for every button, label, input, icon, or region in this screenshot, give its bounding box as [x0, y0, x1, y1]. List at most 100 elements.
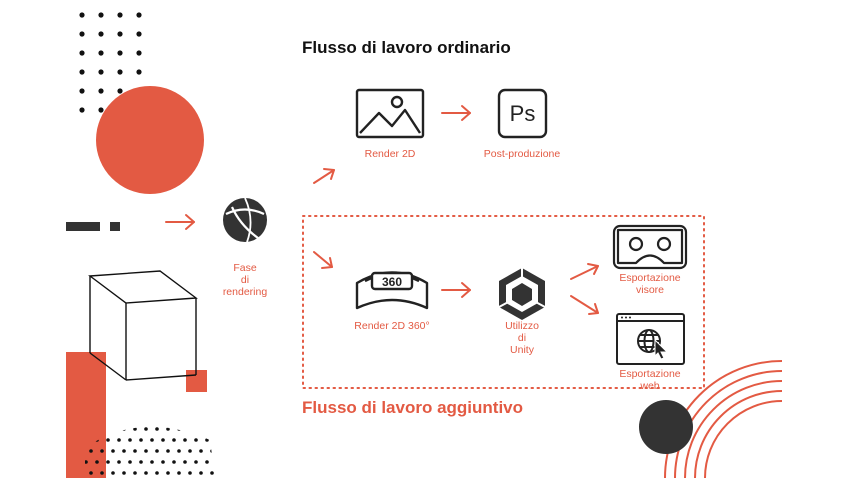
decorative-dot: [128, 438, 132, 442]
decorative-dot: [128, 460, 132, 464]
decorative-dot: [133, 449, 137, 453]
decorative-dot: [161, 460, 165, 464]
decorative-dot: [106, 460, 110, 464]
decorative-dot: [122, 427, 126, 431]
image-icon: [355, 88, 425, 139]
decorative-dot: [122, 449, 126, 453]
arrow-to-web: [570, 295, 599, 315]
decorative-wireframe-cube: [88, 270, 198, 381]
decorative-dot: [98, 50, 104, 56]
decorative-dot: [166, 427, 170, 431]
decorative-dot: [139, 438, 143, 442]
decorative-dot: [117, 416, 121, 420]
photoshop-icon: Ps: [497, 88, 548, 139]
decorative-dot: [111, 449, 115, 453]
decorative-dot: [100, 471, 104, 475]
decorative-dot: [194, 460, 198, 464]
decorative-dot: [98, 107, 104, 113]
decorative-dot: [205, 460, 209, 464]
decorative-dot: [150, 416, 154, 420]
arrow-to-postprod: [441, 105, 471, 121]
sphere-render-icon: [223, 197, 267, 243]
title-ordinary-workflow: Flusso di lavoro ordinario: [302, 38, 511, 57]
arrow-to-render2d: [313, 168, 335, 184]
decorative-dot: [79, 69, 85, 75]
decorative-dot: [117, 438, 121, 442]
title-additional-workflow: Flusso di lavoro aggiuntivo: [302, 398, 524, 417]
decorative-dot: [139, 416, 143, 420]
decorative-dot: [111, 471, 115, 475]
label-render-360: Render 2D 360°: [354, 320, 430, 332]
decorative-dot: [199, 449, 203, 453]
decorative-dot: [188, 471, 192, 475]
panorama-360-icon: 360: [355, 271, 429, 310]
decorative-dot: [210, 449, 214, 453]
decorative-dot: [155, 449, 159, 453]
arrow-to-rendering: [165, 214, 195, 230]
decorative-dot: [155, 427, 159, 431]
decorative-dot: [106, 416, 110, 420]
decorative-dot: [150, 438, 154, 442]
decorative-dot: [136, 12, 142, 18]
vr-headset-icon: [612, 224, 688, 270]
decorative-dot: [166, 449, 170, 453]
decorative-dot: [111, 427, 115, 431]
decorative-dot: [161, 438, 165, 442]
decorative-dot: [188, 427, 192, 431]
decorative-dot: [199, 427, 203, 431]
decorative-dot: [210, 427, 214, 431]
decorative-dot: [98, 31, 104, 37]
decorative-dot: [139, 460, 143, 464]
decorative-dot: [95, 460, 99, 464]
decorative-dot: [172, 416, 176, 420]
decorative-dot: [199, 471, 203, 475]
decorative-dot: [210, 471, 214, 475]
decorative-dot: [100, 449, 104, 453]
arrow-to-render360: [313, 251, 333, 269]
label-rendering-phase: Fase di rendering: [222, 262, 268, 298]
label-post-production: Post-produzione: [483, 148, 561, 160]
decorative-orange-circle: [96, 86, 204, 194]
decorative-dot: [194, 416, 198, 420]
decorative-dash-short: [110, 222, 120, 231]
decorative-dot: [98, 88, 104, 94]
photoshop-icon-text: Ps: [510, 101, 536, 126]
label-render-2d: Render 2D: [364, 148, 416, 160]
decorative-dot: [79, 107, 85, 113]
arrow-to-viewer: [570, 263, 599, 280]
decorative-dot: [188, 449, 192, 453]
decorative-dot: [98, 69, 104, 75]
unity-logo-icon: [498, 268, 546, 320]
decorative-dot: [183, 438, 187, 442]
decorative-dot: [98, 12, 104, 18]
decorative-dot: [183, 416, 187, 420]
decorative-dot: [136, 31, 142, 37]
decorative-dot: [172, 460, 176, 464]
decorative-dot: [117, 50, 123, 56]
decorative-orange-bar: [66, 352, 106, 478]
decorative-dot: [133, 471, 137, 475]
label-unity-usage: Utilizzo di Unity: [505, 320, 539, 356]
decorative-dot: [205, 416, 209, 420]
label-web-export: Esportazione web: [619, 368, 681, 392]
decorative-dot: [172, 438, 176, 442]
decorative-dot: [183, 460, 187, 464]
decorative-dot: [136, 50, 142, 56]
web-globe-icon: [616, 313, 685, 365]
decorative-dot: [177, 471, 181, 475]
decorative-dot: [150, 460, 154, 464]
decorative-dot: [133, 427, 137, 431]
label-viewer-export: Esportazione visore: [619, 272, 681, 296]
decorative-dot: [155, 471, 159, 475]
decorative-dot: [166, 471, 170, 475]
additional-workflow-frame: [302, 215, 705, 389]
decorative-dot: [117, 12, 123, 18]
decorative-dot: [177, 449, 181, 453]
panorama-360-text: 360: [382, 275, 402, 289]
decorative-dot: [161, 416, 165, 420]
decorative-dot: [177, 427, 181, 431]
decorative-dot: [144, 449, 148, 453]
decorative-dot: [79, 12, 85, 18]
decorative-dot: [79, 50, 85, 56]
